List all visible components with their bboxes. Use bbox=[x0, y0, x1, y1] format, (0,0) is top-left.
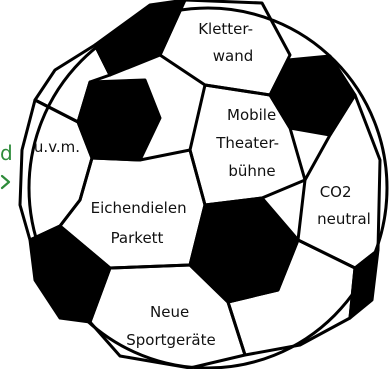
label-kletterwand: Kletter- wand bbox=[198, 20, 258, 65]
label-co2-line-2: neutral bbox=[317, 210, 371, 228]
black-patch-top-left bbox=[93, 0, 187, 77]
label-eichendielen-line-2: Parkett bbox=[111, 229, 164, 247]
label-mobile-theater-line-3: bühne bbox=[228, 162, 275, 180]
label-mobile-theater-line-1: Mobile bbox=[227, 106, 276, 124]
label-eichendielen: Eichendielen Parkett bbox=[91, 199, 192, 247]
label-mobile-theater-line-2: Theater- bbox=[215, 134, 279, 152]
label-co2-line-1: CO2 bbox=[320, 183, 352, 201]
label-sportgeraete-line-2: Sportgeräte bbox=[126, 331, 216, 349]
arrow-right-icon bbox=[0, 174, 11, 190]
edge-text-fragment: d bbox=[0, 141, 13, 165]
panel-labels: Kletter- wand u.v.m. Mobile Theater- büh… bbox=[34, 20, 371, 349]
label-kletterwand-line-1: Kletter- bbox=[198, 20, 253, 38]
label-mobile-theater: Mobile Theater- bühne bbox=[215, 106, 284, 180]
label-co2: CO2 neutral bbox=[317, 183, 371, 228]
panel-outline-co2 bbox=[296, 93, 382, 270]
panel-outline-bottom-right bbox=[226, 238, 357, 357]
panel-outline-upper-far-left bbox=[33, 43, 112, 124]
label-eichendielen-line-1: Eichendielen bbox=[91, 199, 187, 217]
label-sportgeraete: Neue Sportgeräte bbox=[126, 303, 216, 349]
panel-outline-sportgeraete bbox=[88, 263, 247, 369]
label-sportgeraete-line-1: Neue bbox=[150, 303, 189, 321]
label-uvm: u.v.m. bbox=[34, 138, 80, 156]
label-uvm-line-1: u.v.m. bbox=[34, 138, 80, 156]
label-kletterwand-line-2: wand bbox=[213, 47, 254, 65]
white-panels bbox=[18, 0, 382, 369]
